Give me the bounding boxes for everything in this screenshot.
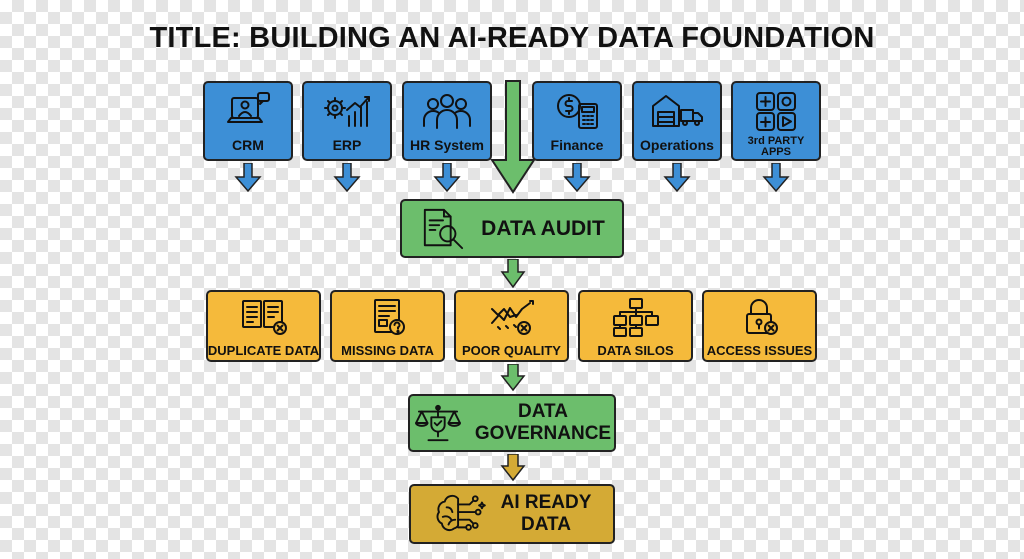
- padlock-x-icon: [745, 299, 778, 335]
- issue-label: POOR QUALITY: [462, 343, 561, 358]
- document-question-icon: [373, 299, 405, 335]
- issue-box-poor-quality: POOR QUALITY: [454, 290, 569, 362]
- issue-label: DUPLICATE DATA: [207, 343, 320, 358]
- issue-box-access-issues: ACCESS ISSUES: [702, 290, 817, 362]
- flow-arrow-crm: [234, 163, 262, 193]
- people-group-icon: [423, 94, 471, 129]
- source-label: CRM: [232, 137, 264, 153]
- issue-label: ACCESS ISSUES: [706, 343, 813, 358]
- source-box-hr-system: HR System: [402, 81, 492, 161]
- source-box-crm: CRM: [203, 81, 293, 161]
- data-audit-box: DATA AUDIT: [400, 199, 624, 258]
- source-box-operations: Operations: [632, 81, 722, 161]
- issue-box-data-silos: DATA SILOS: [578, 290, 693, 362]
- duplicate-documents-icon: [241, 300, 287, 335]
- source-label: 3rd PARTY APPS: [747, 135, 805, 158]
- diagram-title: TITLE: BUILDING AN AI-READY DATA FOUNDAT…: [149, 22, 875, 54]
- flow-arrow-erp: [333, 163, 361, 193]
- document-magnifier-icon: [424, 208, 464, 249]
- data-audit-label: DATA AUDIT: [481, 216, 605, 240]
- source-label: Operations: [640, 137, 714, 153]
- brain-circuit-icon: [436, 494, 486, 531]
- source-label: ERP: [332, 137, 362, 153]
- flow-arrow-governance-to-ai-ready: [500, 454, 526, 482]
- crm-user-laptop-icon: [227, 92, 270, 123]
- issue-label: DATA SILOS: [597, 343, 674, 358]
- source-box-erp: ERP: [302, 81, 392, 161]
- source-label: HR System: [410, 137, 484, 153]
- issue-box-duplicate-data: DUPLICATE DATA: [206, 290, 321, 362]
- broken-chart-icon: [490, 300, 534, 335]
- warehouse-truck-icon: [652, 95, 703, 127]
- flow-arrow-operations: [663, 163, 691, 193]
- data-governance-label: DATA GOVERNANCE: [474, 401, 612, 444]
- gear-growth-chart-icon: [324, 96, 370, 127]
- ai-ready-data-box: AI READY DATA: [409, 484, 615, 544]
- flow-arrow-audit-to-issues: [500, 259, 526, 289]
- flow-arrow-issues-to-governance: [500, 364, 526, 392]
- ai-ready-data-label: AI READY DATA: [500, 492, 592, 535]
- source-label: Finance: [550, 137, 604, 153]
- source-box-third-party-apps: 3rd PARTY APPS: [731, 81, 821, 161]
- source-box-finance: Finance: [532, 81, 622, 161]
- data-governance-box: DATA GOVERNANCE: [408, 394, 616, 452]
- main-flow-arrow: [490, 80, 536, 194]
- hierarchy-blocks-icon: [612, 298, 659, 337]
- flow-arrow-hr: [433, 163, 461, 193]
- issue-label: MISSING DATA: [341, 343, 434, 358]
- dollar-calculator-icon: [557, 94, 598, 129]
- flow-arrow-third-party: [762, 163, 790, 193]
- flow-arrow-finance: [563, 163, 591, 193]
- scales-shield-icon: [414, 404, 461, 442]
- app-tiles-icon: [756, 92, 796, 131]
- issue-box-missing-data: MISSING DATA: [330, 290, 445, 362]
